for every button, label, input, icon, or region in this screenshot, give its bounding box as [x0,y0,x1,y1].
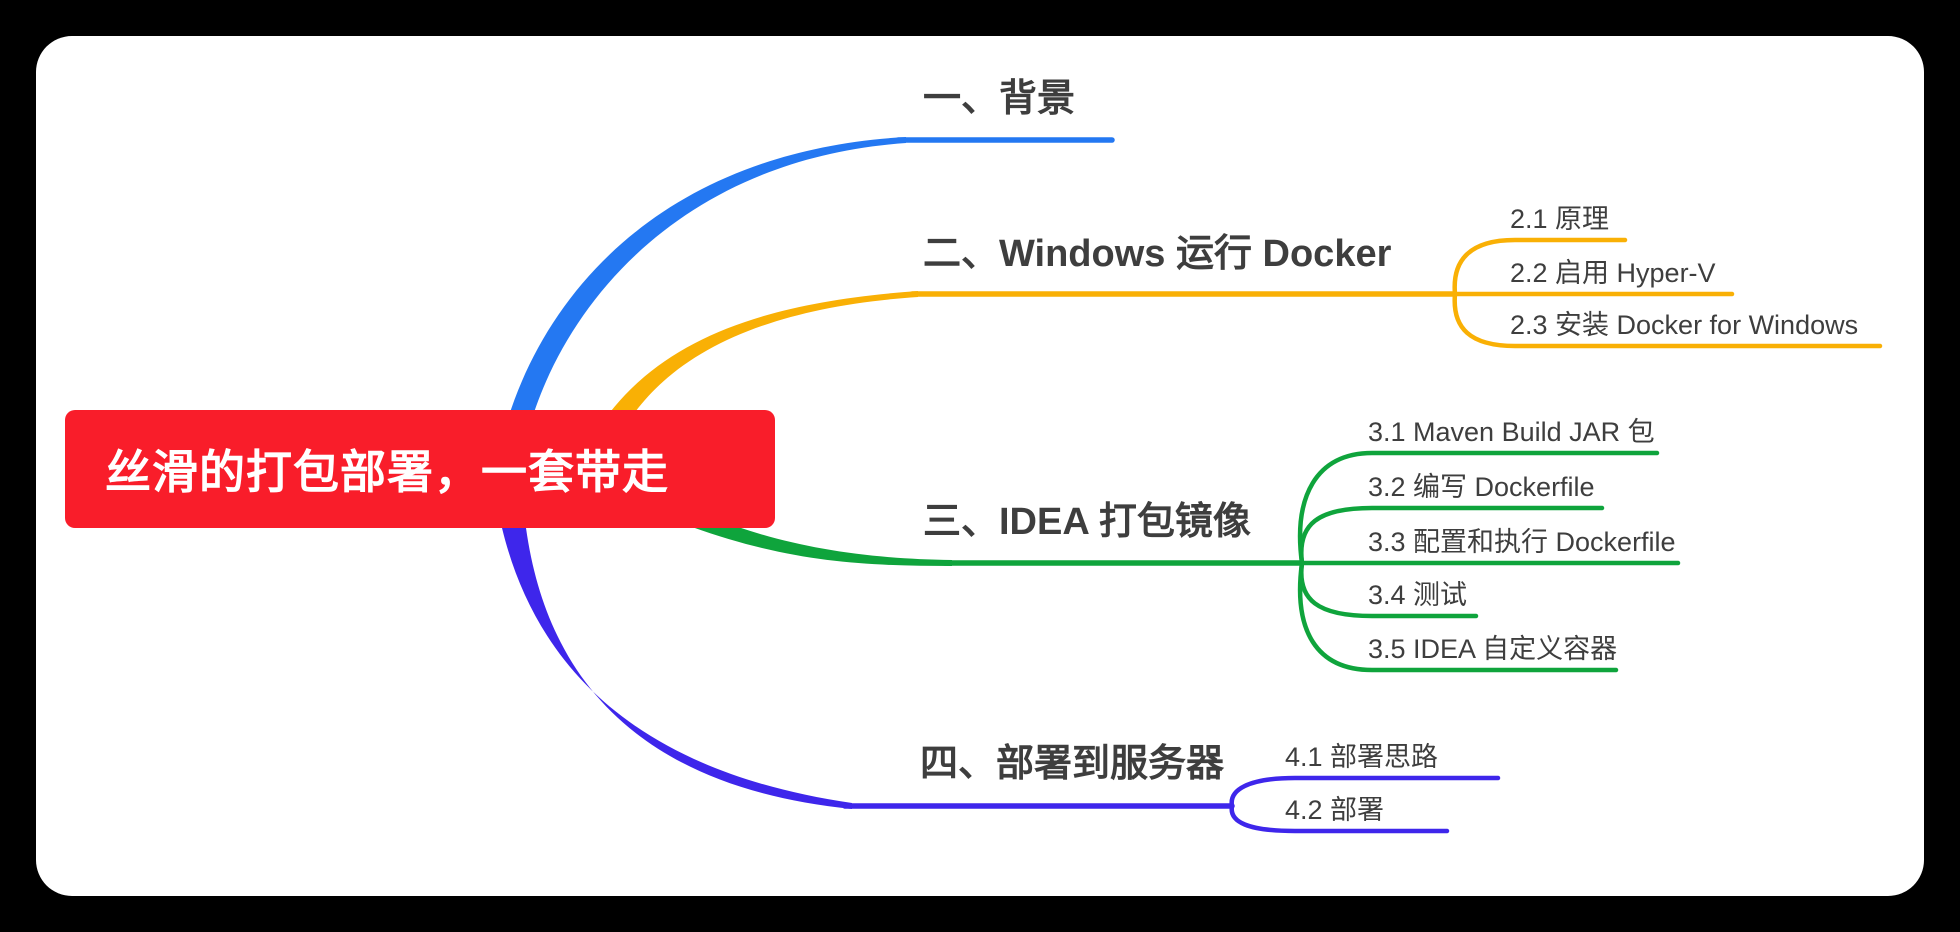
topic-branch4-child2[interactable]: 4.2 部署 [1285,795,1385,825]
topic-branch3-child1[interactable]: 3.1 Maven Build JAR 包 [1368,417,1655,447]
topic-branch4[interactable]: 四、部署到服务器 [920,743,1225,785]
connector-branch4-child1 [1229,775,1501,809]
topic-branch1[interactable]: 一、背景 [923,78,1076,120]
topic-branch3-child5[interactable]: 3.5 IDEA 自定义容器 [1368,634,1618,664]
root-topic-label: 丝滑的打包部署，一套带走 [105,446,669,498]
topic-branch2-child2[interactable]: 2.2 启用 Hyper-V [1510,258,1716,288]
connector-branch4-curve [502,528,852,809]
connector-branch3-child5 [1297,560,1619,673]
connector-branch3-child2 [1299,505,1605,566]
topic-branch2-child1[interactable]: 2.1 原理 [1510,204,1610,234]
topic-branch3[interactable]: 三、IDEA 打包镜像 [923,501,1251,543]
topic-branch3-child4[interactable]: 3.4 测试 [1368,580,1468,610]
topic-branch2-child3[interactable]: 2.3 安装 Docker for Windows [1510,310,1859,340]
topic-branch3-child3[interactable]: 3.3 配置和执行 Dockerfile [1368,527,1676,557]
connector-branch1-curve [504,137,906,432]
connector-branch3-curve [692,527,952,566]
topic-branch2[interactable]: 二、Windows 运行 Docker [923,233,1392,275]
topic-branch3-child2[interactable]: 3.2 编写 Dockerfile [1368,472,1595,502]
connector-branch3-child1 [1297,450,1660,566]
connector-branch2-child3 [1452,291,1883,349]
root-topic[interactable]: 丝滑的打包部署，一套带走 [65,410,775,528]
topic-branch4-child1[interactable]: 4.1 部署思路 [1285,742,1439,772]
connector-branch4-child2 [1229,803,1450,834]
connector-branch2-child1 [1452,237,1628,297]
